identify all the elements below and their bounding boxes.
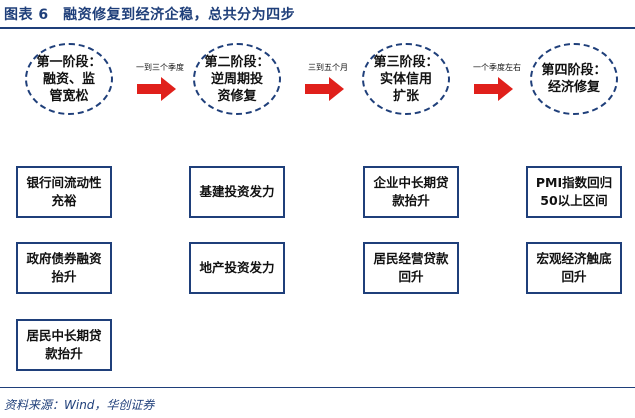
stage-1-indicator-box: 银行间流动性 充裕 — [16, 166, 112, 218]
stage-2-oval: 第二阶段： 逆周期投 资修复 — [193, 43, 281, 115]
transition-1: 一到三个季度 — [115, 62, 205, 112]
transition-2-label: 三到五个月 — [308, 63, 348, 72]
stage-4-indicator-box: 宏观经济触底 回升 — [526, 242, 622, 294]
stage-4-indicator-box: PMI指数回归 50以上区间 — [526, 166, 622, 218]
transition-3-label: 一个季度左右 — [473, 63, 521, 72]
stage-2-indicator-box: 地产投资发力 — [189, 242, 285, 294]
stage-2-indicator-box: 基建投资发力 — [189, 166, 285, 218]
stage-3-oval: 第三阶段： 实体信用 扩张 — [362, 43, 450, 115]
title-divider — [0, 27, 635, 29]
stage-1-indicator-box: 政府债券融资 抬升 — [16, 242, 112, 294]
right-arrow-icon — [474, 77, 513, 101]
transition-2: 三到五个月 — [283, 62, 373, 112]
right-arrow-icon — [137, 77, 176, 101]
figure-header: 图表 6 融资修复到经济企稳，总共分为四步 — [0, 0, 635, 26]
figure-title: 图表 6 融资修复到经济企稳，总共分为四步 — [4, 7, 296, 23]
stage-3-indicator-box: 企业中长期贷 款抬升 — [363, 166, 459, 218]
source-note: 资料来源：Wind，华创证券 — [4, 398, 155, 412]
transition-1-label: 一到三个季度 — [136, 63, 184, 72]
stage-3-indicator-box: 居民经营贷款 回升 — [363, 242, 459, 294]
transition-3: 一个季度左右 — [452, 62, 542, 112]
stage-1-indicator-box: 居民中长期贷 款抬升 — [16, 319, 112, 371]
right-arrow-icon — [305, 77, 344, 101]
stage-4-oval: 第四阶段： 经济修复 — [530, 43, 618, 115]
footer-divider — [0, 387, 635, 388]
stage-1-oval: 第一阶段： 融资、监 管宽松 — [25, 43, 113, 115]
